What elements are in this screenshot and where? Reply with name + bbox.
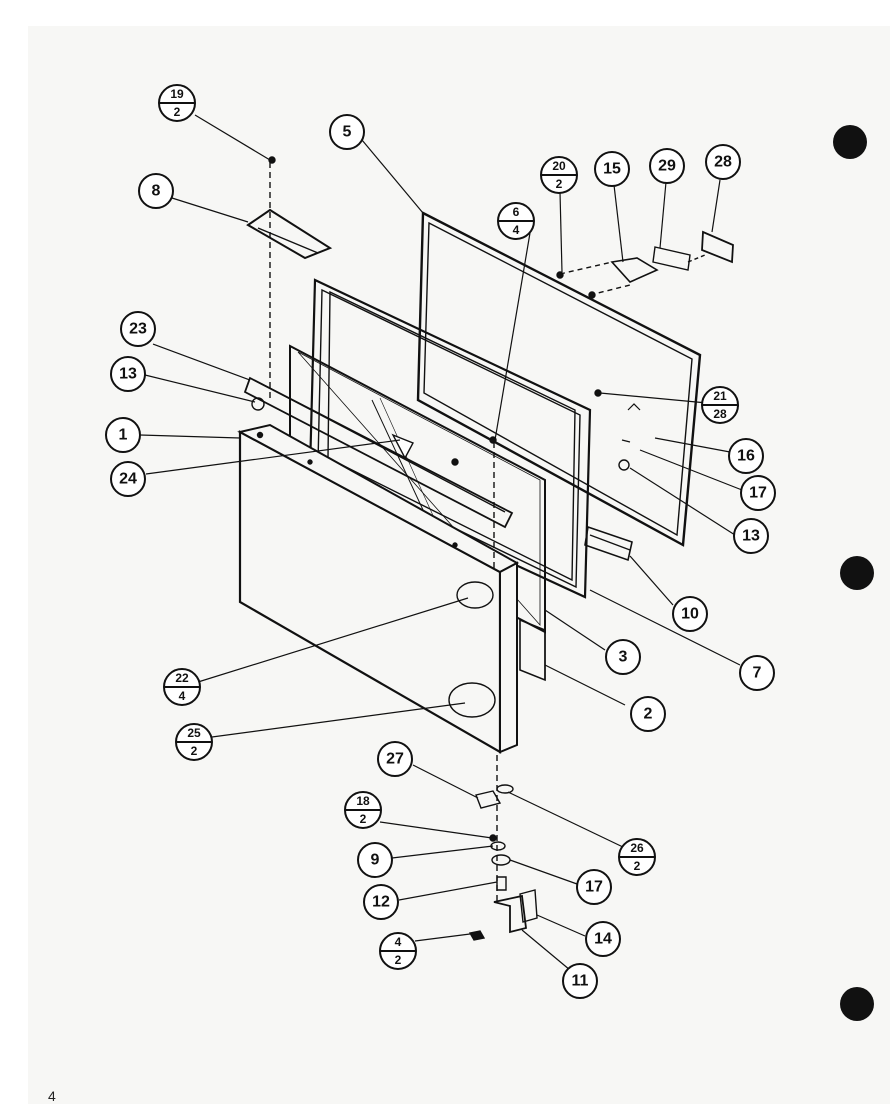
- callout-28: [705, 144, 741, 180]
- callout-9-text: 9: [371, 852, 380, 869]
- callout-24: [110, 461, 146, 497]
- callout-17-right-text: 17: [749, 485, 767, 502]
- callout-23-text: 23: [129, 321, 147, 338]
- binder-hole-middle: [840, 556, 874, 590]
- callout-16-text: 16: [737, 448, 755, 465]
- callout-12-text: 12: [372, 894, 390, 911]
- page-number: 4: [48, 1088, 56, 1104]
- fraction-25-bottom: 2: [191, 744, 198, 758]
- fraction-19-top: 19: [170, 87, 184, 101]
- callout-13-right: [733, 518, 769, 554]
- callout-11: [562, 963, 598, 999]
- callout-1: [105, 417, 141, 453]
- fraction-25-top: 25: [187, 726, 201, 740]
- callout-2-upper: [630, 696, 666, 732]
- part-edge-block: [519, 618, 546, 682]
- callout-7: [739, 655, 775, 691]
- callout-1-text: 1: [119, 427, 128, 444]
- callout-29-text: 29: [658, 158, 676, 175]
- part-door-panel: [237, 423, 520, 754]
- callout-8-text: 8: [152, 183, 161, 200]
- fraction-21-top: 21: [713, 389, 727, 403]
- callout-3-text: 3: [619, 649, 628, 666]
- fraction-6-bottom: 4: [513, 223, 520, 237]
- callout-13-right-text: 13: [742, 528, 760, 545]
- callout-23: [120, 311, 156, 347]
- callout-28-text: 28: [714, 154, 732, 171]
- fraction-21-bottom: 28: [713, 407, 727, 421]
- callout-13-left: [110, 356, 146, 392]
- callout-8: [138, 173, 174, 209]
- callout-12: [363, 884, 399, 920]
- callout-13-left-text: 13: [119, 366, 137, 383]
- callout-29: [649, 148, 685, 184]
- callout-27-text: 27: [386, 751, 404, 768]
- callout-17-right: [740, 475, 776, 511]
- callout-24-text: 24: [119, 471, 137, 488]
- callout-15: [594, 151, 630, 187]
- callout-16: [728, 438, 764, 474]
- fraction-22-bottom: 4: [179, 689, 186, 703]
- fraction-18-bottom: 2: [360, 812, 367, 826]
- part-hinge-cover: [246, 208, 333, 260]
- callout-10: [672, 596, 708, 632]
- fraction-26-top: 26: [630, 841, 644, 855]
- callout-14: [585, 921, 621, 957]
- fraction-19-bottom: 2: [174, 105, 181, 119]
- fraction-26-bottom: 2: [634, 859, 641, 873]
- exploded-parts-diagram: 1 2 3 5 7 8 9 10 11 12 13 13 14 15 16 17…: [105, 84, 874, 1021]
- part-handle-trim: [584, 525, 633, 562]
- binder-hole-top: [833, 125, 867, 159]
- fraction-callouts: [158, 84, 739, 970]
- leader-lines: [139, 114, 743, 971]
- callout-17-lower: [576, 869, 612, 905]
- callout-10-text: 10: [681, 606, 699, 623]
- callout-5: [329, 114, 365, 150]
- callout-27: [377, 741, 413, 777]
- callout-2-text: 2: [644, 706, 653, 723]
- callout-14-text: 14: [594, 931, 612, 948]
- part-lower-hinge-assembly: [468, 784, 538, 941]
- part-door-liner: [308, 278, 592, 599]
- fraction-20-top: 20: [552, 159, 566, 173]
- callout-9: [357, 842, 393, 878]
- fraction-4-top: 4: [395, 935, 402, 949]
- part-top-channel: [243, 376, 514, 529]
- callout-11-text: 11: [572, 973, 589, 990]
- callouts: [105, 114, 776, 999]
- fraction-18-top: 18: [356, 794, 370, 808]
- fraction-6-top: 6: [513, 205, 520, 219]
- callout-15-text: 15: [603, 161, 621, 178]
- fraction-22-top: 22: [175, 671, 189, 685]
- callout-3: [605, 639, 641, 675]
- callout-17-lower-text: 17: [585, 879, 603, 896]
- fraction-4-bottom: 2: [395, 953, 402, 967]
- part-upper-hinge-assembly: [556, 230, 734, 299]
- callout-7-text: 7: [753, 665, 762, 682]
- callout-5-text: 5: [343, 124, 352, 141]
- binder-hole-bottom: [840, 987, 874, 1021]
- fraction-20-bottom: 2: [556, 177, 563, 191]
- diagram-page: 1 2 3 5 7 8 9 10 11 12 13 13 14 15 16 17…: [28, 26, 890, 1104]
